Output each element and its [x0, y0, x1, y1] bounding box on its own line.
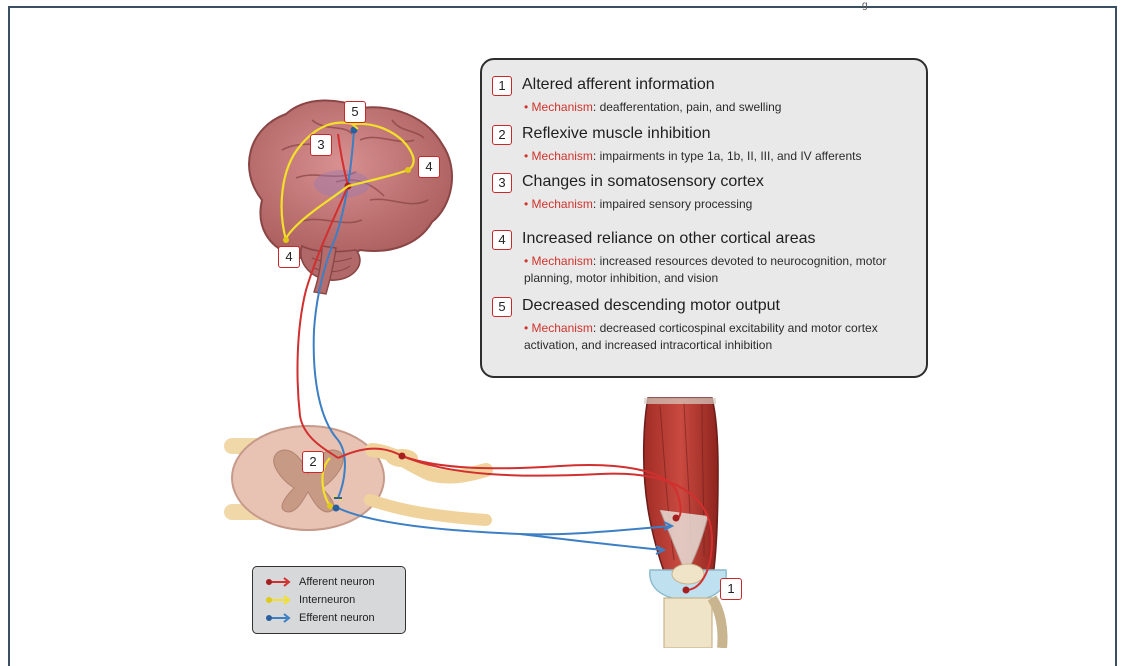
label-1-knee: 1	[720, 578, 742, 600]
afferent-line-icon	[265, 576, 293, 588]
item-title: Altered afferent information	[522, 76, 715, 94]
afferent-receptor-2	[683, 587, 690, 594]
bullet-icon: •	[524, 254, 528, 268]
mechanism-text: : impaired sensory processing	[593, 197, 752, 211]
label-2-spinal: 2	[302, 451, 324, 473]
item-title: Changes in somatosensory cortex	[522, 173, 764, 191]
mechanism-label: Mechanism	[532, 254, 593, 268]
label-3-brain: 3	[310, 134, 332, 156]
bullet-icon: •	[524, 100, 528, 114]
item-mechanism: • Mechanism: impairments in type 1a, 1b,…	[524, 148, 919, 165]
mechanism-label: Mechanism	[532, 100, 593, 114]
thigh-and-knee	[644, 398, 726, 648]
legend-label: Efferent neuron	[299, 610, 375, 626]
afferent-ganglion	[399, 453, 406, 460]
legend-label: Afferent neuron	[299, 574, 375, 590]
mechanism-label: Mechanism	[532, 149, 593, 163]
mechanism-label: Mechanism	[532, 321, 593, 335]
item-title: Decreased descending motor output	[522, 297, 780, 315]
item-number: 1	[492, 76, 512, 96]
bullet-icon: •	[524, 197, 528, 211]
interneuron-node-spinal	[327, 503, 333, 509]
item-title: Increased reliance on other cortical are…	[522, 230, 816, 248]
efferent-line-icon	[265, 612, 293, 624]
item-title: Reflexive muscle inhibition	[522, 125, 711, 143]
legend: Afferent neuron Interneuron Efferent neu…	[252, 566, 406, 634]
item-number: 5	[492, 297, 512, 317]
item-mechanism: • Mechanism: increased resources devoted…	[524, 253, 919, 287]
label-4-brain-left: 4	[278, 246, 300, 268]
legend-label: Interneuron	[299, 592, 355, 608]
item-mechanism: • Mechanism: decreased corticospinal exc…	[524, 320, 919, 354]
bullet-icon: •	[524, 321, 528, 335]
item-mechanism: • Mechanism: impaired sensory processing	[524, 196, 919, 213]
item-number: 3	[492, 173, 512, 193]
spinal-cord	[232, 426, 486, 530]
afferent-receptor-1	[673, 515, 680, 522]
interneuron-node-right	[405, 167, 411, 173]
efferent-spinal-soma	[333, 505, 340, 512]
item-number: 2	[492, 125, 512, 145]
mechanism-text: : deafferentation, pain, and swelling	[593, 100, 782, 114]
interneuron-node-left	[283, 237, 289, 243]
mechanisms-box: 1 Altered afferent information • Mechani…	[480, 58, 928, 378]
item-mechanism: • Mechanism: deafferentation, pain, and …	[524, 99, 919, 116]
item-number: 4	[492, 230, 512, 250]
label-4-brain-right: 4	[418, 156, 440, 178]
bullet-icon: •	[524, 149, 528, 163]
mechanism-label: Mechanism	[532, 197, 593, 211]
interneuron-line-icon	[265, 594, 293, 606]
mechanism-text: : impairments in type 1a, 1b, II, III, a…	[593, 149, 862, 163]
label-5-brain: 5	[344, 101, 366, 123]
